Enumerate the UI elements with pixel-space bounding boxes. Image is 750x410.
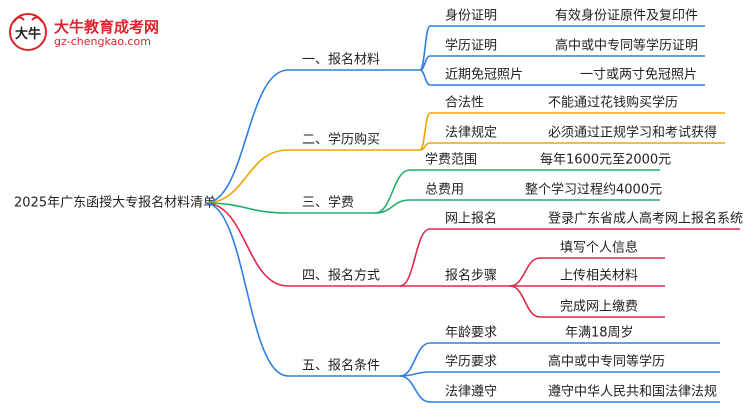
branch-label: 一、报名材料 — [302, 52, 380, 68]
branch-label: 五、报名条件 — [302, 358, 380, 374]
svg-text:大牛: 大牛 — [15, 26, 41, 42]
child-connector — [419, 69, 431, 86]
child-label: 学历要求 — [445, 354, 497, 370]
site-logo: 大牛 大牛教育成考网 gz-chengkao.com — [6, 12, 176, 52]
detail-label: 高中或中专同等学历证明 — [555, 38, 698, 54]
child-connector — [419, 112, 431, 151]
detail-label: 年满18周岁 — [565, 326, 634, 341]
logo-url: gz-chengkao.com — [54, 35, 151, 48]
child-label: 身份证明 — [445, 8, 497, 24]
child-label: 合法性 — [445, 96, 484, 111]
branch-connector — [204, 149, 289, 204]
branch-connector — [204, 202, 289, 377]
child-label: 法律遵守 — [445, 384, 497, 400]
detail-label: 高中或中专同等学历 — [548, 354, 665, 370]
child-label: 年龄要求 — [445, 326, 497, 341]
child-label: 网上报名 — [445, 211, 497, 227]
detail-label: 遵守中华人民共和国法律法规 — [548, 384, 717, 400]
branch-connector — [204, 202, 289, 214]
child-label: 学费范围 — [425, 152, 477, 168]
detail-label: 不能通过花钱购买学历 — [548, 95, 678, 111]
child-label: 总费用 — [425, 183, 464, 198]
child-label: 学历证明 — [445, 38, 497, 54]
branch-connector — [204, 202, 289, 287]
detail-label: 必须通过正规学习和考试获得 — [548, 125, 717, 141]
child-connector — [374, 169, 411, 214]
child-connector — [399, 228, 431, 287]
child-connector — [419, 142, 431, 151]
detail-label: 登录广东省成人高考网上报名系统 — [548, 211, 743, 227]
logo-title: 大牛教育成考网 — [54, 18, 160, 36]
child-connector — [374, 199, 411, 214]
child-label: 法律规定 — [445, 126, 497, 141]
branch-label: 三、学费 — [302, 195, 354, 211]
root-topic-label: 2025年广东函授大专报名材料清单 — [14, 195, 216, 211]
step-label: 完成网上缴费 — [560, 300, 638, 315]
detail-label: 整个学习过程约4000元 — [525, 182, 662, 198]
branch-label: 二、学历购买 — [302, 132, 380, 148]
child-label: 报名步骤 — [445, 268, 497, 284]
step-label: 上传相关材料 — [560, 269, 638, 284]
child-connector — [399, 375, 431, 403]
detail-label: 一寸或两寸免冠照片 — [580, 68, 697, 83]
detail-label: 每年1600元至2000元 — [540, 152, 671, 168]
branch-label: 四、报名方式 — [302, 268, 380, 284]
step-connector — [509, 257, 541, 287]
child-label: 近期免冠照片 — [445, 68, 523, 83]
detail-label: 有效身份证原件及复印件 — [555, 8, 698, 24]
bull-logo-icon: 大牛 — [9, 13, 47, 51]
step-connector — [509, 285, 541, 318]
branch-connector — [204, 69, 289, 204]
step-label: 填写个人信息 — [560, 240, 638, 256]
child-connector — [399, 342, 431, 377]
